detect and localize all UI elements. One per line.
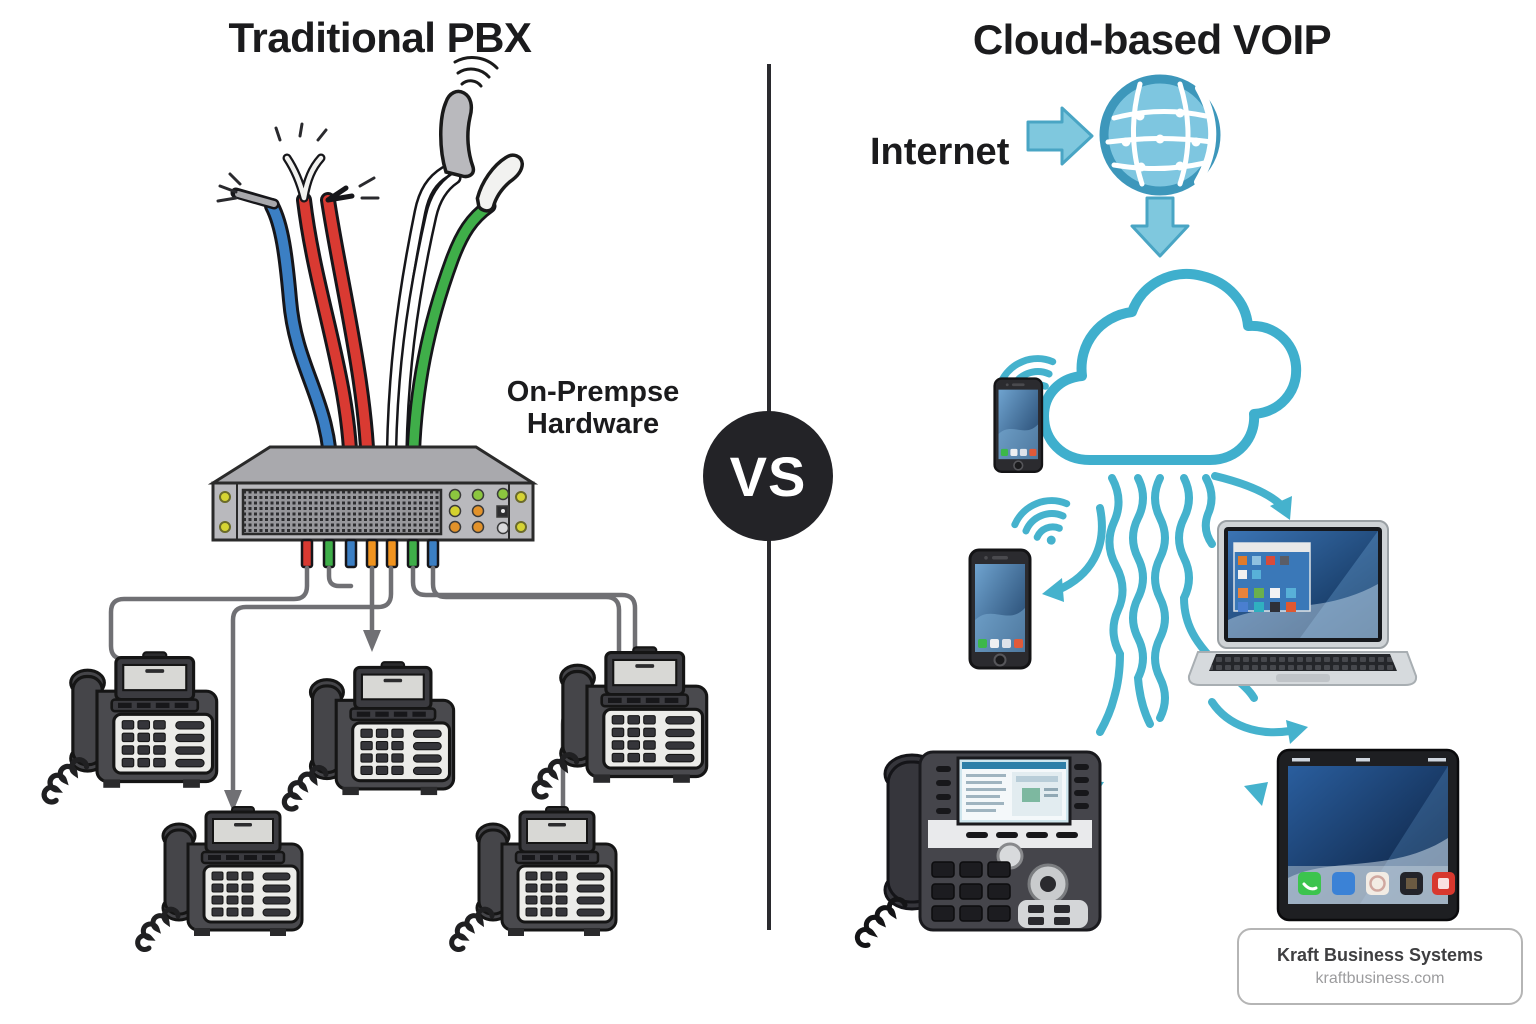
arrowhead: [1244, 782, 1268, 806]
wifi-icon: [1011, 493, 1079, 555]
left-section-title: Traditional PBX: [228, 14, 532, 61]
company-website[interactable]: kraftbusiness.com: [1315, 970, 1445, 987]
arrowhead: [1042, 578, 1064, 602]
desk-phone-icon: [44, 652, 217, 802]
traditional-pbx-illustration: [44, 56, 707, 950]
tablet-dock-icons: [1298, 872, 1455, 895]
arrowhead: [1270, 496, 1292, 520]
desk-phone-icon: [138, 807, 302, 950]
ip-phone-icon: [854, 750, 1102, 948]
vs-label: VS: [729, 444, 807, 508]
cable-connectors: [300, 538, 440, 569]
internet-label: Internet: [870, 131, 1010, 173]
tablet-icon: [1276, 748, 1460, 922]
arrow-to-smartphone: [1054, 504, 1106, 594]
arrow-down-icon: [1130, 196, 1190, 258]
arrow-to-tablet: [1208, 698, 1294, 737]
arrow-right-icon: [1026, 106, 1094, 166]
status-leds: [448, 487, 510, 535]
desk-phone-icon: [284, 662, 453, 809]
arrow-to-laptop: [1211, 472, 1286, 510]
right-section-title: Cloud-based VOIP: [972, 16, 1332, 63]
handset-icon: [439, 56, 499, 179]
pbx-rack-icon: [207, 445, 539, 569]
cloud-voip-illustration: [854, 74, 1460, 948]
on-premise-hardware-label: On-Prempse Hardware: [483, 376, 703, 441]
hardware-label-line2: Hardware: [526, 408, 660, 441]
desk-phone-icon: [534, 647, 707, 797]
wifi-icon: [453, 56, 499, 88]
cloud-icon: [1039, 268, 1302, 465]
smartphone-icon: [993, 377, 1044, 473]
smartphone-icon: [968, 548, 1032, 670]
handset-icon: [475, 153, 525, 213]
frayed-wire-icon: [216, 122, 497, 486]
vs-badge: VS: [703, 411, 833, 541]
arrow-down-icon: [363, 630, 381, 652]
desk-phone-icon: [452, 807, 616, 950]
globe-icon: [1099, 74, 1221, 196]
company-name: Kraft Business Systems: [1276, 945, 1484, 965]
hardware-label-line1: On-Prempse: [506, 376, 680, 408]
arrowhead: [1286, 720, 1308, 744]
laptop-icon: [1187, 520, 1418, 686]
attribution-card: Kraft Business Systems kraftbusiness.com: [1237, 928, 1523, 1005]
arrow-down-icon: [224, 790, 242, 812]
